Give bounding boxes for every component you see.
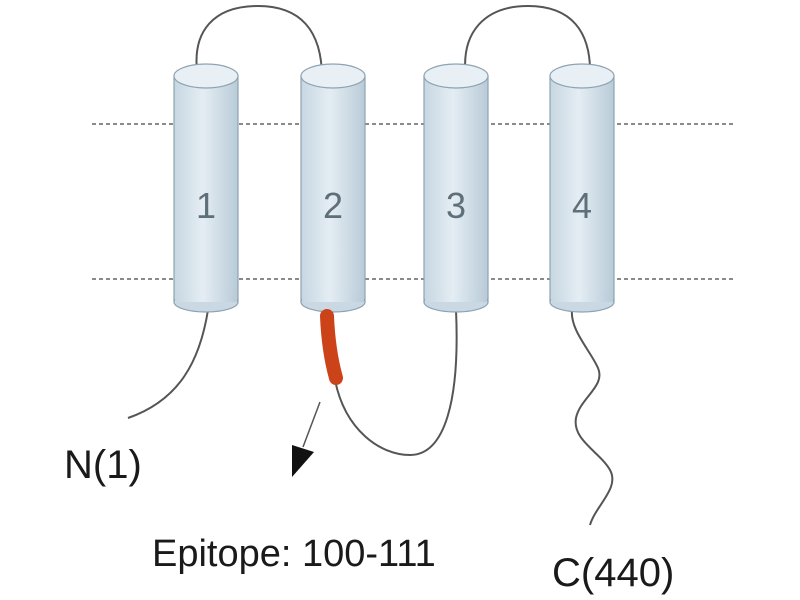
- helix-3-label: 3: [446, 185, 466, 226]
- helix-3: 3: [423, 63, 489, 313]
- helix-2: 2: [300, 63, 366, 313]
- n-terminus-label: N(1): [64, 443, 142, 487]
- helix-4-label: 4: [572, 185, 592, 226]
- epitope-arrow-head: [292, 445, 314, 477]
- epitope-label: Epitope: 100-111: [152, 533, 436, 575]
- loop-2-3-intracellular: [334, 309, 458, 457]
- helix-4: 4: [549, 63, 615, 313]
- loop-3-4-extracellular: [464, 4, 592, 79]
- helix-1: 1: [173, 63, 239, 313]
- helix-1-label: 1: [196, 185, 216, 226]
- epitope-arrow-line: [302, 401, 321, 448]
- c-terminus-tail: [570, 309, 614, 526]
- helix-2-label: 2: [323, 185, 343, 226]
- c-terminus-label: C(440): [552, 551, 674, 595]
- epitope-segment: [320, 309, 343, 385]
- n-terminus-tail: [127, 309, 209, 419]
- loop-1-2-extracellular: [195, 4, 323, 79]
